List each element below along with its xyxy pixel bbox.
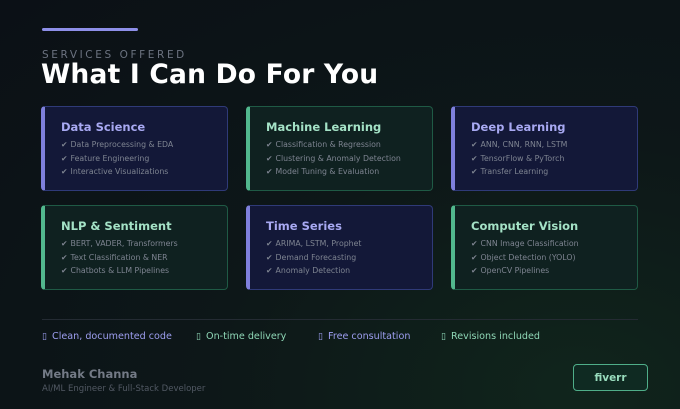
check-icon: ✔ <box>266 239 273 248</box>
list-item-label: OpenCV Pipelines <box>480 266 550 275</box>
list-item: ✔Text Classification & NER <box>61 251 227 265</box>
list-item-label: Anomaly Detection <box>275 266 351 275</box>
list-item: ✔TensorFlow & PyTorch <box>471 152 637 166</box>
check-icon: ✔ <box>61 239 68 248</box>
section-eyebrow: SERVICES OFFERED <box>42 49 187 61</box>
service-card-nlp-sentiment: NLP & Sentiment ✔BERT, VADER, Transforme… <box>41 205 228 290</box>
service-card-machine-learning: Machine Learning ✔Classification & Regre… <box>246 106 433 191</box>
list-item: ✔Object Detection (YOLO) <box>471 251 637 265</box>
list-item: ✔ARIMA, LSTM, Prophet <box>266 237 432 251</box>
feature-label: On-time delivery <box>206 331 287 342</box>
service-card-items: ✔CNN Image Classification ✔Object Detect… <box>471 237 637 278</box>
check-icon: ✔ <box>266 266 273 275</box>
feature-icon: ▯ <box>318 332 323 342</box>
footer-divider <box>42 319 638 320</box>
feature-icon: ▯ <box>42 332 47 342</box>
feature-label: Revisions included <box>451 331 541 342</box>
list-item-label: Demand Forecasting <box>275 252 357 262</box>
list-item: ✔CNN Image Classification <box>471 237 637 251</box>
list-item: ✔Anomaly Detection <box>266 264 432 278</box>
list-item: ✔Chatbots & LLM Pipelines <box>61 264 227 278</box>
fiverr-button[interactable]: fiverr <box>573 364 648 391</box>
feature-revisions-included: ▯ Revisions included <box>441 331 540 342</box>
check-icon: ✔ <box>266 252 273 262</box>
feature-label: Free consultation <box>328 331 411 342</box>
check-icon: ✔ <box>61 153 68 163</box>
check-icon: ✔ <box>266 153 273 163</box>
list-item-label: TensorFlow & PyTorch <box>480 153 565 163</box>
list-item-label: Object Detection (YOLO) <box>480 252 576 262</box>
feature-icon: ▯ <box>441 332 446 342</box>
check-icon: ✔ <box>61 167 68 176</box>
list-item-label: CNN Image Classification <box>480 239 579 248</box>
list-item: ✔Feature Engineering <box>61 152 227 166</box>
feature-label: Clean, documented code <box>52 331 172 342</box>
feature-icon: ▯ <box>196 332 201 342</box>
list-item-label: Text Classification & NER <box>70 252 168 262</box>
list-item: ✔BERT, VADER, Transformers <box>61 237 227 251</box>
list-item-label: Classification & Regression <box>275 140 381 149</box>
feature-clean-code: ▯ Clean, documented code <box>42 331 172 342</box>
list-item: ✔Transfer Learning <box>471 165 637 179</box>
list-item: ✔ANN, CNN, RNN, LSTM <box>471 138 637 152</box>
services-grid: Data Science ✔Data Preprocessing & EDA ✔… <box>41 106 638 290</box>
check-icon: ✔ <box>471 153 478 163</box>
list-item: ✔Classification & Regression <box>266 138 432 152</box>
check-icon: ✔ <box>61 252 68 262</box>
check-icon: ✔ <box>471 266 478 275</box>
header-accent-line <box>42 28 138 31</box>
service-card-title: Data Science <box>61 120 146 134</box>
author-name: Mehak Channa <box>42 367 138 381</box>
service-card-computer-vision: Computer Vision ✔CNN Image Classificatio… <box>451 205 638 290</box>
list-item-label: Model Tuning & Evaluation <box>275 167 380 176</box>
service-card-items: ✔ARIMA, LSTM, Prophet ✔Demand Forecastin… <box>266 237 432 278</box>
service-card-title: Deep Learning <box>471 120 566 134</box>
service-card-title: Time Series <box>266 219 342 233</box>
page-title: What I Can Do For You <box>41 59 379 90</box>
list-item: ✔Clustering & Anomaly Detection <box>266 152 432 166</box>
list-item: ✔Interactive Visualizations <box>61 165 227 179</box>
check-icon: ✔ <box>471 252 478 262</box>
service-card-items: ✔Data Preprocessing & EDA ✔Feature Engin… <box>61 138 227 179</box>
service-card-time-series: Time Series ✔ARIMA, LSTM, Prophet ✔Deman… <box>246 205 433 290</box>
check-icon: ✔ <box>61 266 68 275</box>
feature-on-time-delivery: ▯ On-time delivery <box>196 331 286 342</box>
list-item: ✔Demand Forecasting <box>266 251 432 265</box>
list-item-label: BERT, VADER, Transformers <box>70 239 178 248</box>
list-item-label: Clustering & Anomaly Detection <box>275 153 401 163</box>
list-item-label: Transfer Learning <box>480 167 549 176</box>
check-icon: ✔ <box>471 140 478 149</box>
service-card-items: ✔ANN, CNN, RNN, LSTM ✔TensorFlow & PyTor… <box>471 138 637 179</box>
service-card-data-science: Data Science ✔Data Preprocessing & EDA ✔… <box>41 106 228 191</box>
list-item-label: Data Preprocessing & EDA <box>70 140 174 149</box>
check-icon: ✔ <box>266 140 273 149</box>
service-card-title: NLP & Sentiment <box>61 219 172 233</box>
list-item-label: ARIMA, LSTM, Prophet <box>275 239 362 248</box>
check-icon: ✔ <box>471 239 478 248</box>
list-item-label: Chatbots & LLM Pipelines <box>70 266 170 275</box>
check-icon: ✔ <box>266 167 273 176</box>
service-card-items: ✔Classification & Regression ✔Clustering… <box>266 138 432 179</box>
list-item-label: ANN, CNN, RNN, LSTM <box>480 140 568 149</box>
list-item-label: Feature Engineering <box>70 153 150 163</box>
service-card-items: ✔BERT, VADER, Transformers ✔Text Classif… <box>61 237 227 278</box>
list-item: ✔Data Preprocessing & EDA <box>61 138 227 152</box>
list-item: ✔Model Tuning & Evaluation <box>266 165 432 179</box>
service-card-deep-learning: Deep Learning ✔ANN, CNN, RNN, LSTM ✔Tens… <box>451 106 638 191</box>
author-role: AI/ML Engineer & Full-Stack Developer <box>42 384 206 394</box>
feature-free-consultation: ▯ Free consultation <box>318 331 410 342</box>
service-card-title: Machine Learning <box>266 120 382 134</box>
service-card-title: Computer Vision <box>471 219 579 233</box>
check-icon: ✔ <box>471 167 478 176</box>
list-item: ✔OpenCV Pipelines <box>471 264 637 278</box>
check-icon: ✔ <box>61 140 68 149</box>
list-item-label: Interactive Visualizations <box>70 167 169 176</box>
